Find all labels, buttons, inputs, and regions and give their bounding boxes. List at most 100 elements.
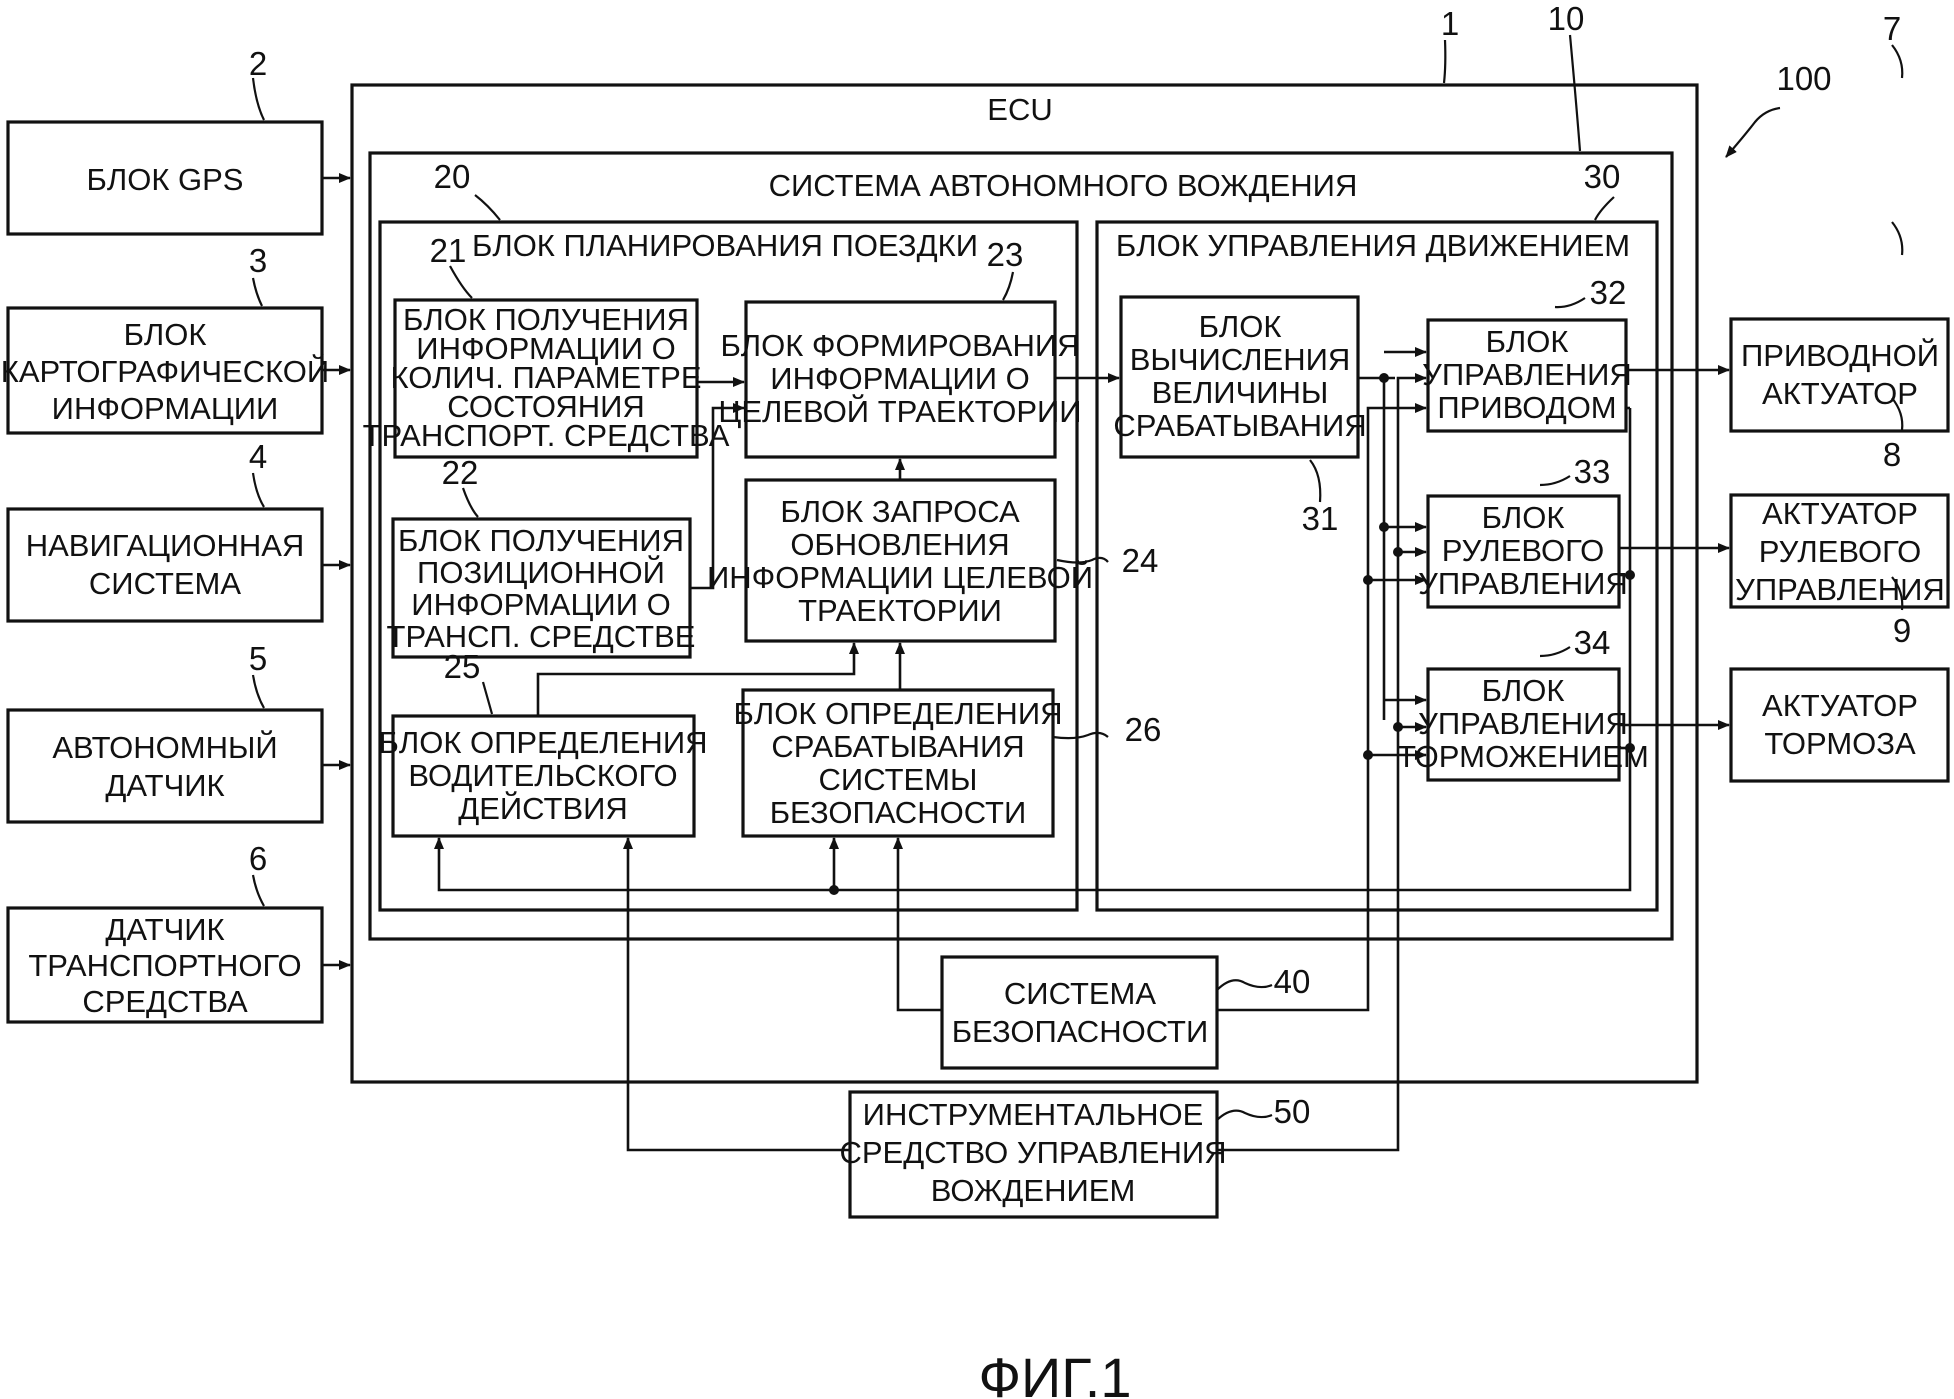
ref-24: 24 bbox=[1122, 542, 1159, 579]
autonomous-sensor-line-2: ДАТЧИК bbox=[105, 768, 224, 803]
vehicle-sensor-line-1: ДАТЧИК bbox=[105, 912, 224, 947]
a9-line-1: АКТУАТОР bbox=[1762, 688, 1918, 723]
ads-title: СИСТЕМА АВТОНОМНОГО ВОЖДЕНИЯ bbox=[769, 168, 1358, 203]
b26-line-1: БЛОК ОПРЕДЕЛЕНИЯ bbox=[734, 696, 1063, 731]
ref-25: 25 bbox=[444, 648, 481, 685]
ecu-title: ECU bbox=[987, 92, 1052, 127]
ref-23: 23 bbox=[987, 236, 1024, 273]
ref-33: 33 bbox=[1574, 453, 1611, 490]
vehicle-sensor-block: ДАТЧИК ТРАНСПОРТНОГО СРЕДСТВА bbox=[6, 906, 324, 1024]
motion-control-frame bbox=[1095, 220, 1659, 912]
drive-control-block: БЛОК УПРАВЛЕНИЯ ПРИВОДОМ bbox=[1422, 318, 1632, 433]
ref-9: 9 bbox=[1893, 612, 1911, 649]
trajectory-update-request-block: БЛОК ЗАПРОСА ОБНОВЛЕНИЯ ИНФОРМАЦИИ ЦЕЛЕВ… bbox=[707, 478, 1093, 643]
navigation-line-1: НАВИГАЦИОННАЯ bbox=[26, 528, 305, 563]
ref-2: 2 bbox=[249, 45, 267, 82]
ref-100: 100 bbox=[1776, 60, 1831, 97]
ref-31: 31 bbox=[1302, 500, 1339, 537]
map-info-line-2: КАРТОГРАФИЧЕСКОЙ bbox=[1, 353, 329, 389]
vehicle-sensor-line-3: СРЕДСТВА bbox=[82, 984, 248, 1019]
b32-line-3: ПРИВОДОМ bbox=[1437, 390, 1616, 425]
ref-1: 1 bbox=[1441, 5, 1459, 42]
b26-line-2: СРАБАТЫВАНИЯ bbox=[771, 729, 1024, 764]
b31-line-1: БЛОК bbox=[1199, 309, 1282, 344]
b50-line-3: ВОЖДЕНИЕМ bbox=[931, 1173, 1136, 1208]
drive-actuator-block: ПРИВОДНОЙ АКТУАТОР bbox=[1729, 317, 1950, 433]
trip-planning-frame bbox=[378, 220, 1079, 912]
a7-line-2: АКТУАТОР bbox=[1762, 376, 1918, 411]
ref-21: 21 bbox=[430, 232, 467, 269]
brake-actuator-block: АКТУАТОР ТОРМОЗА bbox=[1729, 667, 1950, 783]
b32-line-2: УПРАВЛЕНИЯ bbox=[1422, 357, 1632, 392]
ref-30: 30 bbox=[1584, 158, 1621, 195]
actuation-amount-block: БЛОК ВЫЧИСЛЕНИЯ ВЕЛИЧИНЫ СРАБАТЫВАНИЯ bbox=[1113, 295, 1367, 459]
ref-4: 4 bbox=[249, 438, 267, 475]
motion-control-title: БЛОК УПРАВЛЕНИЯ ДВИЖЕНИЕМ bbox=[1116, 228, 1630, 263]
ref-7: 7 bbox=[1883, 10, 1901, 47]
b31-line-3: ВЕЛИЧИНЫ bbox=[1152, 375, 1329, 410]
ref-20: 20 bbox=[434, 158, 471, 195]
ecu-frame bbox=[350, 83, 1699, 1084]
vehicle-position-info-block: БЛОК ПОЛУЧЕНИЯ ПОЗИЦИОННОЙ ИНФОРМАЦИИ О … bbox=[387, 517, 695, 659]
b31-line-4: СРАБАТЫВАНИЯ bbox=[1113, 408, 1366, 443]
map-info-line-1: БЛОК bbox=[124, 317, 207, 352]
driving-controls-block: ИНСТРУМЕНТАЛЬНОЕ СРЕДСТВО УПРАВЛЕНИЯ ВОЖ… bbox=[839, 1090, 1227, 1219]
b25-line-1: БЛОК ОПРЕДЕЛЕНИЯ bbox=[379, 725, 708, 760]
b40-line-1: СИСТЕМА bbox=[1004, 976, 1156, 1011]
b21-line-3: КОЛИЧ. ПАРАМЕТРЕ bbox=[390, 360, 701, 395]
b26-line-4: БЕЗОПАСНОСТИ bbox=[770, 795, 1027, 830]
b24-line-4: ТРАЕКТОРИИ bbox=[798, 593, 1002, 628]
b50-line-1: ИНСТРУМЕНТАЛЬНОЕ bbox=[863, 1097, 1204, 1132]
b34-line-2: УПРАВЛЕНИЯ bbox=[1418, 706, 1628, 741]
navigation-system-block: НАВИГАЦИОННАЯ СИСТЕМА bbox=[6, 507, 324, 623]
navigation-line-2: СИСТЕМА bbox=[89, 566, 241, 601]
ref-34: 34 bbox=[1574, 624, 1611, 661]
b21-line-1: БЛОК ПОЛУЧЕНИЯ bbox=[403, 302, 689, 337]
ref-40: 40 bbox=[1274, 963, 1311, 1000]
a8-line-1: АКТУАТОР bbox=[1762, 496, 1918, 531]
a7-line-1: ПРИВОДНОЙ bbox=[1741, 337, 1939, 373]
reference-numerals: 2 3 4 5 6 1 10 100 20 30 21 23 22 24 25 … bbox=[249, 0, 1911, 1130]
b23-line-2: ИНФОРМАЦИИ О bbox=[770, 361, 1029, 396]
autonomous-sensor-block: АВТОНОМНЫЙ ДАТЧИК bbox=[6, 708, 324, 824]
steering-control-block: БЛОК РУЛЕВОГО УПРАВЛЕНИЯ bbox=[1418, 494, 1628, 609]
ref-22: 22 bbox=[442, 454, 479, 491]
map-info-line-3: ИНФОРМАЦИИ bbox=[52, 391, 279, 426]
ref-5: 5 bbox=[249, 640, 267, 677]
b25-line-2: ВОДИТЕЛЬСКОГО bbox=[408, 758, 677, 793]
b40-line-2: БЕЗОПАСНОСТИ bbox=[952, 1014, 1209, 1049]
connectors bbox=[322, 173, 1730, 1152]
brake-control-block: БЛОК УПРАВЛЕНИЯ ТОРМОЖЕНИЕМ bbox=[1397, 667, 1649, 782]
b24-line-3: ИНФОРМАЦИИ ЦЕЛЕВОЙ bbox=[707, 559, 1093, 595]
safety-system-block: СИСТЕМА БЕЗОПАСНОСТИ bbox=[940, 955, 1219, 1070]
b21-line-4: СОСТОЯНИЯ bbox=[447, 389, 645, 424]
b33-line-1: БЛОК bbox=[1482, 500, 1565, 535]
reference-leaders bbox=[251, 34, 1904, 1121]
b23-line-1: БЛОК ФОРМИРОВАНИЯ bbox=[720, 328, 1079, 363]
b50-line-2: СРЕДСТВО УПРАВЛЕНИЯ bbox=[839, 1135, 1226, 1170]
b33-line-2: РУЛЕВОГО bbox=[1442, 533, 1605, 568]
ref-32: 32 bbox=[1590, 274, 1627, 311]
b21-line-2: ИНФОРМАЦИИ О bbox=[416, 331, 675, 366]
b23-line-3: ЦЕЛЕВОЙ ТРАЕКТОРИИ bbox=[718, 393, 1081, 429]
b21-line-5: ТРАНСПОРТ. СРЕДСТВА bbox=[363, 418, 730, 453]
vehicle-state-info-block: БЛОК ПОЛУЧЕНИЯ ИНФОРМАЦИИ О КОЛИЧ. ПАРАМ… bbox=[363, 298, 730, 459]
b31-line-2: ВЫЧИСЛЕНИЯ bbox=[1130, 342, 1351, 377]
safety-activation-block: БЛОК ОПРЕДЕЛЕНИЯ СРАБАТЫВАНИЯ СИСТЕМЫ БЕ… bbox=[734, 688, 1063, 838]
b22-line-2: ПОЗИЦИОННОЙ bbox=[417, 554, 665, 590]
b32-line-1: БЛОК bbox=[1486, 324, 1569, 359]
b26-line-3: СИСТЕМЫ bbox=[819, 762, 978, 797]
steering-actuator-block: АКТУАТОР РУЛЕВОГО УПРАВЛЕНИЯ bbox=[1729, 493, 1950, 609]
b25-line-3: ДЕЙСТВИЯ bbox=[458, 790, 628, 826]
b34-line-3: ТОРМОЖЕНИЕМ bbox=[1397, 739, 1649, 774]
autonomous-driving-system-frame bbox=[368, 151, 1674, 941]
b22-line-1: БЛОК ПОЛУЧЕНИЯ bbox=[398, 523, 684, 558]
driver-action-block: БЛОК ОПРЕДЕЛЕНИЯ ВОДИТЕЛЬСКОГО ДЕЙСТВИЯ bbox=[379, 714, 708, 838]
ref-10: 10 bbox=[1548, 0, 1585, 37]
target-trajectory-block: БЛОК ФОРМИРОВАНИЯ ИНФОРМАЦИИ О ЦЕЛЕВОЙ Т… bbox=[718, 300, 1082, 459]
trip-planning-title: БЛОК ПЛАНИРОВАНИЯ ПОЕЗДКИ bbox=[472, 228, 978, 263]
autonomous-sensor-line-1: АВТОНОМНЫЙ bbox=[52, 729, 277, 765]
gps-block-label: БЛОК GPS bbox=[87, 162, 244, 197]
a8-line-3: УПРАВЛЕНИЯ bbox=[1735, 572, 1945, 607]
